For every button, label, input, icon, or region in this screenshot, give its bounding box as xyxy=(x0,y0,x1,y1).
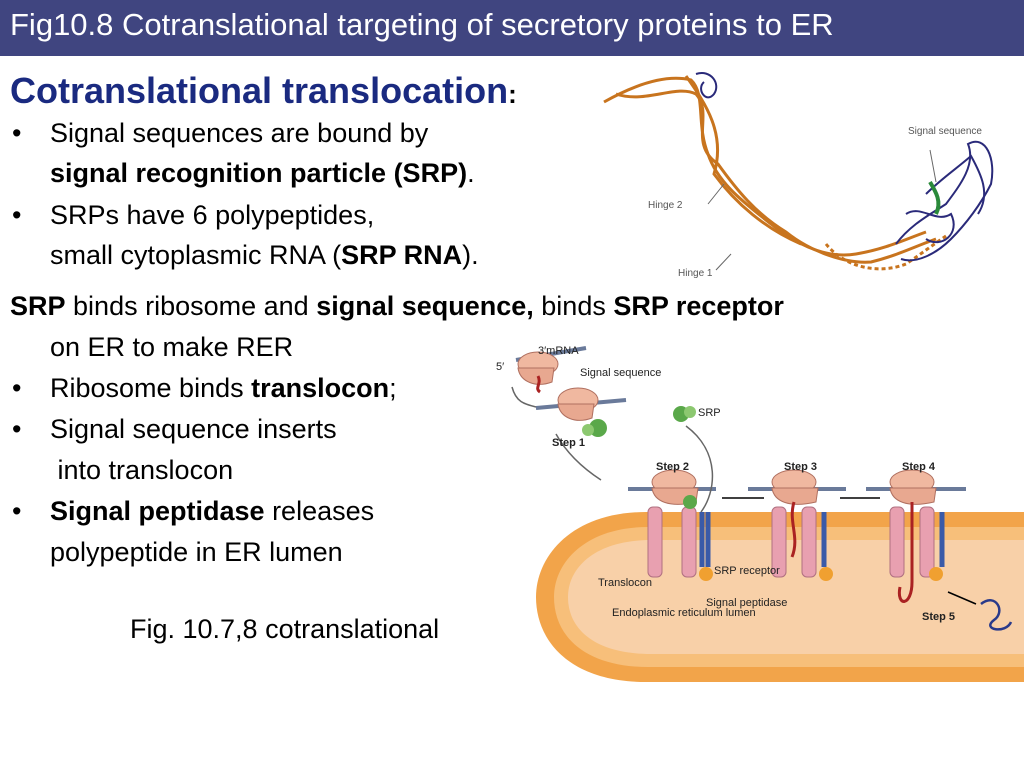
bullet-3-tail: ; xyxy=(389,373,397,403)
er-lumen xyxy=(568,540,1024,654)
translocon-term: translocon xyxy=(251,373,390,403)
free-ribosome xyxy=(517,351,559,394)
bullet-5-tail: releases xyxy=(264,496,375,526)
hinge1-label: Hinge 1 xyxy=(678,268,713,279)
signal-sequence-bold: signal sequence, xyxy=(316,291,534,321)
bullet-1-line-1: Signal sequences are bound by xyxy=(50,118,429,148)
signal-sequence-pointer xyxy=(929,149,937,183)
srp-structure-image: Signal sequence Hinge 2 Hinge 1 xyxy=(603,72,994,279)
srp-protein-cluster xyxy=(695,72,994,262)
signal-peptidase-blobs xyxy=(699,567,943,581)
srp-receptor-label: SRP receptor xyxy=(714,565,780,577)
hinge2-pointer xyxy=(707,183,725,205)
step1-ribosome xyxy=(557,387,607,437)
bullet-5-line-2: polypeptide in ER lumen xyxy=(50,537,343,567)
signal-sequence-label: Signal sequence xyxy=(908,126,982,137)
mrna-label: 3′mRNA xyxy=(538,345,579,357)
srp-line-1: SRP binds ribosome and signal sequence, … xyxy=(10,291,784,322)
step3-label: Step 3 xyxy=(784,461,817,473)
bullet-3-line-1: Ribosome binds translocon; xyxy=(50,373,397,404)
hinge2-label: Hinge 2 xyxy=(648,200,683,211)
bullet-2-line-2: small cytoplasmic RNA (SRP RNA). xyxy=(50,240,479,271)
srp-receptor-bold: SRP receptor xyxy=(613,291,784,321)
signal-sequence-diagram-label: Signal sequence xyxy=(580,367,661,379)
bullet-2-line-1: SRPs have 6 polypeptides, xyxy=(50,200,375,230)
bullet-3-pre: Ribosome binds xyxy=(50,373,252,403)
bullet-2-pre: small cytoplasmic RNA ( xyxy=(50,240,342,270)
translocon-label: Translocon xyxy=(598,577,652,589)
step-arrows xyxy=(722,497,977,605)
top-arrow xyxy=(511,386,537,408)
released-polypeptide xyxy=(980,599,1013,631)
bullet-1-line-2: signal recognition particle (SRP). xyxy=(50,158,475,189)
srp-term: signal recognition particle (SRP) xyxy=(50,158,468,188)
bullet-dot: • xyxy=(12,373,22,403)
bullet-4-line-2: into translocon xyxy=(50,455,234,485)
heading-colon: : xyxy=(508,79,517,109)
srp-rna-term: SRP RNA xyxy=(341,240,463,270)
bullet-5-line-1: Signal peptidase releases xyxy=(50,496,374,527)
srp-label: SRP xyxy=(698,407,721,419)
step3-ribosome-translocon xyxy=(771,469,827,578)
srp-rna-helix xyxy=(603,75,947,271)
title-bar: Fig10.8 Cotranslational targeting of sec… xyxy=(0,0,1024,56)
srp-recycle-arrow xyxy=(685,425,714,513)
bullet-dot: • xyxy=(12,200,22,230)
step1-label: Step 1 xyxy=(552,437,585,449)
cotranslational-diagram: 3′mRNA 5′ Signal sequence SRP Step 1 Ste… xyxy=(496,345,1024,682)
step2-ribosome-translocon xyxy=(647,469,711,578)
free-srp xyxy=(673,406,696,422)
bullet-4-line-1: Signal sequence inserts xyxy=(50,414,337,444)
signal-peptidase-label: Signal peptidase xyxy=(706,597,787,609)
bullet-2-tail: ). xyxy=(462,240,479,270)
step5-label: Step 5 xyxy=(922,611,955,623)
bullet-1-tail: . xyxy=(467,158,475,188)
figure-caption: Fig. 10.7,8 cotranslational xyxy=(130,614,440,644)
signal-sequence-helix xyxy=(928,180,941,215)
section-heading: Cotranslational translocation: xyxy=(10,70,517,112)
bullet-dot: • xyxy=(12,118,22,148)
bullet-dot: • xyxy=(12,414,22,444)
hinge1-pointer xyxy=(715,253,732,271)
srp-text-2: binds xyxy=(533,291,614,321)
heading-text: Cotranslational translocation xyxy=(10,70,509,111)
five-prime-label: 5′ xyxy=(496,361,504,373)
step2-label: Step 2 xyxy=(656,461,689,473)
step1-arrow xyxy=(555,433,602,481)
step4-ribosome-translocon xyxy=(889,469,945,603)
step4-label: Step 4 xyxy=(902,461,936,473)
srp-text-1: binds ribosome and xyxy=(65,291,317,321)
bullet-dot: • xyxy=(12,496,22,526)
srp-line-2: on ER to make RER xyxy=(50,332,294,362)
srp-bold: SRP xyxy=(10,291,66,321)
er-lumen-label: Endoplasmic reticulum lumen xyxy=(612,607,756,619)
signal-peptidase-term: Signal peptidase xyxy=(50,496,265,526)
slide-title: Fig10.8 Cotranslational targeting of sec… xyxy=(10,7,834,42)
